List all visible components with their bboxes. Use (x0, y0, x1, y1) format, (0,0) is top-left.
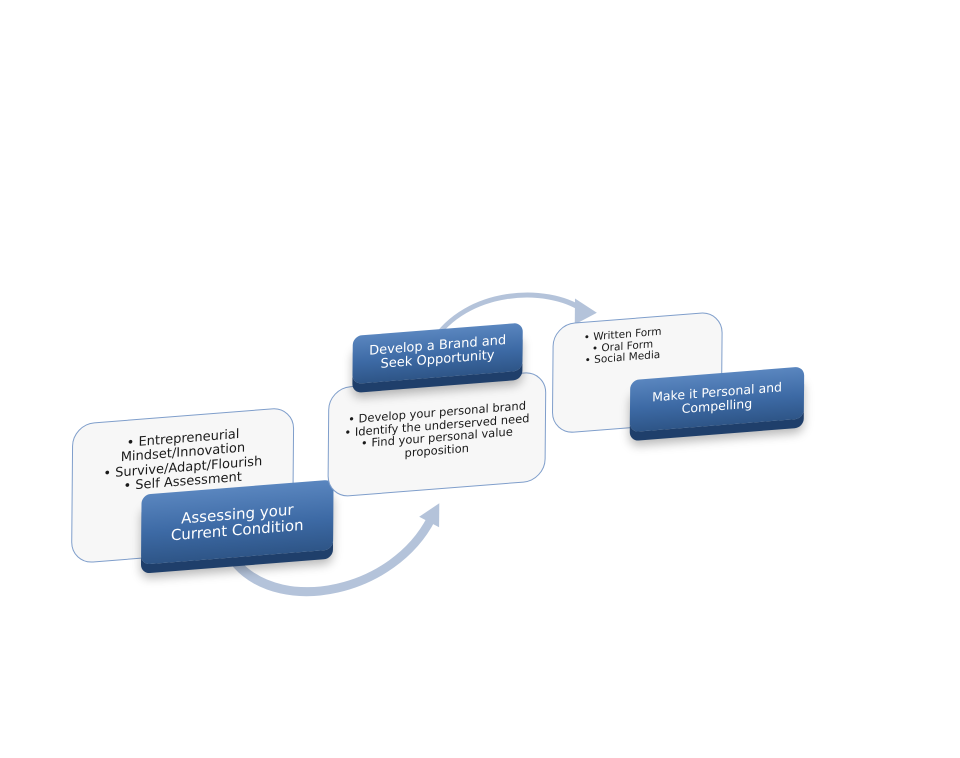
step-3-bullet-list: Written Form Oral Form Social Media (553, 324, 691, 370)
arrow-step2-to-step3 (430, 292, 586, 345)
step-2-label: Develop a Brand and Seek Opportunity (369, 332, 507, 372)
arrow-step1-to-step2 (232, 514, 436, 597)
arrowhead-step2-to-step3 (574, 298, 597, 325)
step-2-bullet-list: Develop your personal brand Identify the… (337, 398, 537, 464)
slide-canvas: Entrepreneurial Mindset/Innovation Survi… (0, 0, 960, 720)
step-1-label: Assessing your Current Condition (170, 500, 304, 545)
step-2-detail-card: Develop your personal brand Identify the… (327, 370, 547, 499)
step-3-label: Make it Personal and Compelling (652, 379, 783, 417)
arrowhead-step1-to-step2 (419, 503, 440, 528)
